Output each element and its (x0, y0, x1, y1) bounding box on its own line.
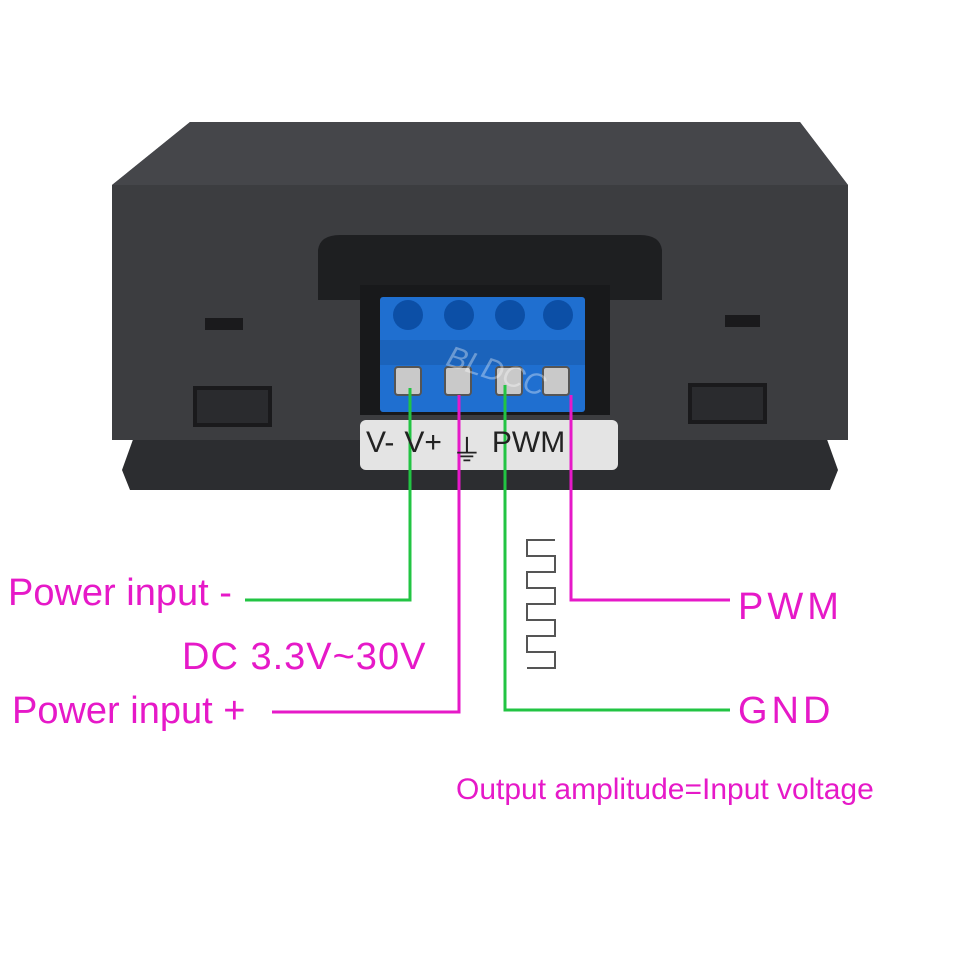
case-notch (318, 235, 662, 300)
terminal-labels: V- V+ ⏚ PWM (366, 426, 565, 470)
terminal-label-plate (360, 420, 618, 470)
square-wave-icon (526, 539, 556, 669)
clip-right (688, 383, 767, 424)
clip-left (193, 386, 272, 427)
label-output-note: Output amplitude=Input voltage (456, 773, 874, 806)
terminal-screws (393, 300, 573, 330)
terminal-label-vplus: V+ (404, 426, 442, 459)
wire-power-plus (272, 395, 461, 714)
case-top (112, 122, 848, 185)
label-gnd: GND (738, 690, 835, 732)
clip-slot-left (205, 318, 243, 330)
label-power-plus: Power input + (12, 690, 246, 732)
label-voltage-range: DC 3.3V~30V (182, 636, 427, 678)
clip-slot-right (725, 315, 760, 327)
wire-power-minus (245, 388, 412, 602)
terminal-clamps (394, 366, 570, 396)
wire-pwm (569, 395, 730, 602)
terminal-label-vminus: V- (366, 426, 395, 459)
terminal-label-pwm: PWM (491, 426, 566, 459)
label-power-minus: Power input - (8, 572, 232, 614)
wire-gnd (503, 385, 730, 712)
label-pwm: PWM (738, 586, 843, 628)
ground-symbol-icon: ⏚ (451, 435, 482, 468)
